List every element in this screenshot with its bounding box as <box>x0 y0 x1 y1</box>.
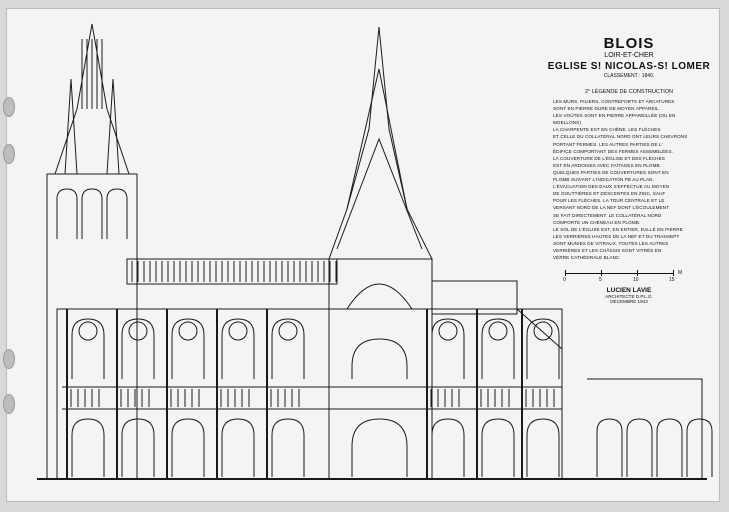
legend-line: LES VOÛTES SONT EN PIERRE APPAREILLÉE (O… <box>553 113 676 126</box>
title-church: EGLISE S! NICOLAS-S! LOMER <box>547 61 711 72</box>
legend-line: POUR LES FLÈCHES. LA TOUR CENTRALE ET LE <box>553 198 665 204</box>
legend-line: ET CELLE DU COLLATÉRAL NORD ONT LEURS CH… <box>553 134 688 140</box>
binder-hole <box>3 97 15 117</box>
title-classement: CLASSEMENT : 1840. <box>603 73 655 79</box>
title-department: LOIR-ET-CHER <box>604 52 654 59</box>
legend-line: PORTANT FERMES. LES AUTRES PARTIES DE L' <box>553 141 663 147</box>
spire-framing <box>336 68 423 250</box>
legend-line: VERSANT NORD DE LA NEF DONT L'ÉCOULEMENT <box>553 205 669 211</box>
clerestory-window <box>431 318 465 379</box>
tower-window <box>81 188 103 239</box>
legend-line: VERRIÈRES ET LES CHÂSSIS SONT VITRÉS EN <box>553 247 662 253</box>
clerestory-window <box>121 318 155 379</box>
clerestory-window <box>481 318 515 379</box>
rose-window <box>78 321 98 341</box>
ambulatory-arch <box>596 418 623 477</box>
legend-line: LES MURS, PILIERS, CONTREFORTS ET ARCATU… <box>553 99 675 104</box>
crossing-arch-lower <box>351 418 408 477</box>
title-block: BLOIS LOIR-ET-CHER EGLISE S! NICOLAS-S! … <box>543 35 715 304</box>
crossing-window <box>351 338 408 379</box>
scale-unit: M <box>678 270 683 277</box>
clerestory-window <box>171 318 205 379</box>
drawing-sheet: BLOIS LOIR-ET-CHER EGLISE S! NICOLAS-S! … <box>3 8 720 502</box>
scale-label: 0 <box>563 277 566 284</box>
tower-window <box>106 188 128 239</box>
aisle-arch <box>431 418 465 477</box>
crossing-tower <box>328 258 433 480</box>
west-spire <box>54 23 130 175</box>
drawing-date: DÉCEMBRE 1943 <box>610 299 648 305</box>
legend-line: SONT EN PIERRE DURE DE MOYEN APPAREIL. <box>553 106 661 112</box>
scale-label: 15 <box>669 277 675 284</box>
legend-line: L'ÉVACUATION DES EAUX S'EFFECTUE AU MOYE… <box>553 184 670 190</box>
ambulatory-arch <box>626 418 653 477</box>
tower-window <box>56 188 78 239</box>
crossing-arch <box>346 283 413 310</box>
aisle-arch <box>526 418 560 477</box>
legend-heading: 2° LÉGENDE DE CONSTRUCTION <box>584 89 674 95</box>
architect-role: ARCHITECTE D.P.L.G. <box>605 294 653 300</box>
title-city: BLOIS <box>603 35 655 52</box>
aisle-arch <box>221 418 255 477</box>
ambulatory-arch <box>656 418 683 477</box>
rose-window <box>278 321 298 341</box>
ambulatory-arch <box>686 418 713 477</box>
legend-line: VERRE CATHÉDRALE BLANC. <box>553 255 621 261</box>
legend-line: LA COUVERTURE DE L'ÉGLISE ET DES FLÈCHES <box>553 155 665 161</box>
rose-window <box>228 321 248 341</box>
scale-bar: 0 5 10 15 M <box>561 267 683 287</box>
legend-line: LE SOL DE L'ÉGLISE EST, EN ENTIER, DALLÉ… <box>553 226 683 232</box>
ambulatory-roof <box>587 378 703 479</box>
legend-line: SE FAIT DIRECTEMENT. LE COLLATÉRAL NORD <box>553 212 662 218</box>
scale-label: 10 <box>633 277 639 284</box>
legend-line: COMPORTE UN CHÉNEAU EN PLOMB. <box>553 219 641 225</box>
legend-line: PLOMB SUIVANT L'INDICATION PB AU PLAN. <box>553 177 654 183</box>
legend-line: EST EN ARDOISES AVEC FAÎTAGES EN PLOMB. <box>553 162 662 168</box>
church-section-drawing <box>37 23 713 480</box>
architect-name: LUCIEN LAVIE <box>606 287 652 295</box>
aisle-arch <box>271 418 305 477</box>
legend-line: DE GOUTTIÈRES ET DESCENTES EN ZINC, SAUF <box>553 191 666 197</box>
choir-roof <box>431 280 563 350</box>
aisle-arch <box>71 418 105 477</box>
legend-line: LA CHARPENTE EST EN CHÊNE. LES FLÈCHES <box>553 127 661 133</box>
rose-window <box>438 321 458 341</box>
aisle-arch <box>481 418 515 477</box>
rose-window <box>128 321 148 341</box>
binder-hole <box>3 394 15 414</box>
legend-line: LES VERRIÈRES HAUTES DE LA NEF ET DU TRA… <box>553 233 680 239</box>
aisle-arch <box>171 418 205 477</box>
legend-line: ÉDIFICE COMPORTANT DES FERMES ASSEMBLÉES… <box>553 148 673 154</box>
scale-label: 5 <box>599 277 602 284</box>
spire-pinnacles <box>64 78 120 175</box>
rose-window <box>533 321 553 341</box>
legend-line: QUELQUES PARTIES DE COUVERTURES SONT EN <box>553 169 669 175</box>
clerestory-window <box>71 318 105 379</box>
binder-hole <box>3 349 15 369</box>
legend-line: SONT MUNIES DE VITRAUX. TOUTES LES AUTRE… <box>553 240 669 246</box>
binder-hole <box>3 144 15 164</box>
nave-elevation <box>56 308 563 480</box>
clerestory-window <box>271 318 305 379</box>
clerestory-window <box>526 318 560 379</box>
construction-legend: LES MURS, PILIERS, CONTREFORTS ET ARCATU… <box>553 98 703 261</box>
rose-window <box>178 321 198 341</box>
rose-window <box>488 321 508 341</box>
clerestory-window <box>221 318 255 379</box>
aisle-arch <box>121 418 155 477</box>
nave-roof <box>126 258 338 285</box>
